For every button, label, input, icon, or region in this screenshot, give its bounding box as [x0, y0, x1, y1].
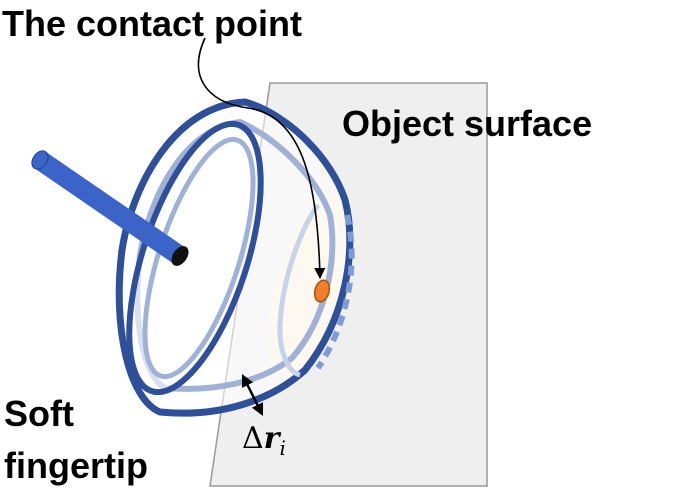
delta-r-label: Δri — [242, 421, 286, 460]
delta-subscript: i — [279, 436, 285, 460]
delta-symbol: Δ — [242, 421, 264, 456]
delta-arrow-icon — [241, 373, 264, 417]
soft-fingertip-label-line1: Soft — [4, 393, 74, 434]
contact-curve — [277, 203, 321, 378]
contact-point-marker — [313, 279, 331, 303]
fingertip-inner-layer — [134, 119, 336, 392]
rod — [31, 150, 189, 266]
soft-fingertip-label-line2: fingertip — [4, 445, 148, 486]
hidden-edge-dashed — [315, 214, 355, 370]
contact-point-label: The contact point — [2, 3, 302, 44]
object-surface-label: Object surface — [342, 103, 592, 144]
contact-point-arrow — [197, 37, 326, 280]
delta-variable: r — [264, 421, 282, 456]
